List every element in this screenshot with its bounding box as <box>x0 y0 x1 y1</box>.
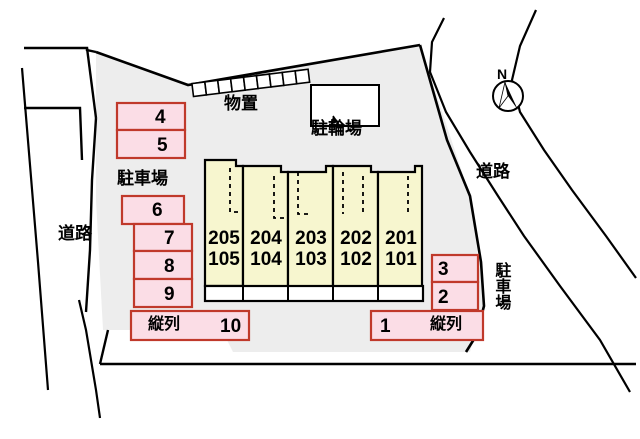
parking-stall-6-label: 6 <box>152 200 163 221</box>
label-parking-left: 駐車場 <box>117 169 168 188</box>
parking-stall-5-label: 5 <box>157 135 168 156</box>
parking-stall-10-tandem[interactable] <box>129 309 251 342</box>
parking-stall-10-label: 10 <box>220 316 242 337</box>
parking-stall-1-label: 1 <box>380 316 391 337</box>
parking-block-top-left <box>115 101 187 160</box>
bicycle-parking-area <box>310 84 380 127</box>
parking-stall-5[interactable] <box>115 128 187 160</box>
building-corridor-strip <box>203 284 425 303</box>
parking-stall-8[interactable] <box>132 249 194 281</box>
road-right-inner-edge <box>428 17 631 393</box>
label-tandem-right: 縦列 <box>430 316 463 333</box>
boundary-left-lower-step <box>24 106 84 161</box>
apartment-building <box>203 158 425 303</box>
parking-stall-1-tandem[interactable] <box>369 309 485 342</box>
building-unit-4-lower: 102 <box>340 249 372 271</box>
boundary-north-edge <box>95 43 421 87</box>
building-unit-1-lower: 105 <box>208 249 240 271</box>
parking-stall-7-label: 7 <box>164 228 175 249</box>
label-parking-right: 駐車場 <box>492 262 510 310</box>
building-unit-1-upper: 205 <box>208 228 240 249</box>
building-unit-5-label: 201 101 <box>379 228 423 271</box>
boundary-top-left-diagonal <box>85 47 98 119</box>
building-unit-4-label: 202 102 <box>334 228 378 271</box>
building-unit-3-upper: 203 <box>295 228 327 249</box>
building-unit-5-upper: 201 <box>385 228 417 249</box>
parking-stall-3-label: 3 <box>438 259 449 280</box>
boundary-top-left <box>24 46 97 54</box>
building-unit-4-upper: 202 <box>340 228 372 249</box>
building-unit-3-label: 203 103 <box>289 228 333 271</box>
parking-stall-4-label: 4 <box>155 107 166 128</box>
parking-stall-9-label: 9 <box>164 284 175 305</box>
building-unit-3-lower: 103 <box>295 249 327 271</box>
building-unit-2-label: 204 104 <box>244 228 288 271</box>
label-road-right: 道路 <box>476 162 510 181</box>
compass-north-label: N <box>497 66 508 82</box>
label-road-left: 道路 <box>58 224 92 243</box>
parking-stall-6[interactable] <box>120 194 186 226</box>
road-right-outer-edge <box>510 9 637 279</box>
road-left-inner-edge <box>77 299 102 419</box>
parking-stall-2-label: 2 <box>438 287 449 308</box>
building-unit-2-upper: 204 <box>250 228 282 249</box>
bicycle-parking-leader-arrow <box>331 116 339 124</box>
building-dashed-interior-marks <box>229 168 409 219</box>
storage-sheds <box>191 68 311 98</box>
building-unit-5-lower: 101 <box>385 249 417 271</box>
parking-block-right-column <box>369 253 485 342</box>
parking-stall-3[interactable] <box>430 253 480 284</box>
label-bicycle-parking: 駐輪場 <box>311 119 362 138</box>
boundary-west-edge <box>84 117 98 313</box>
parking-block-left-column <box>120 194 251 342</box>
parking-stall-8-label: 8 <box>164 256 175 277</box>
building-unit-2-lower: 104 <box>250 249 282 271</box>
building-unit-1-label: 205 105 <box>203 228 245 271</box>
boundary-south-left-step <box>98 329 110 365</box>
compass-rose <box>492 80 524 112</box>
parking-stall-9[interactable] <box>132 277 194 309</box>
label-storage: 物置 <box>224 94 258 113</box>
road-left-outer-edge <box>20 67 50 391</box>
label-tandem-left: 縦列 <box>148 316 181 333</box>
parking-stall-7[interactable] <box>132 222 194 253</box>
parking-stall-4[interactable] <box>115 101 187 132</box>
